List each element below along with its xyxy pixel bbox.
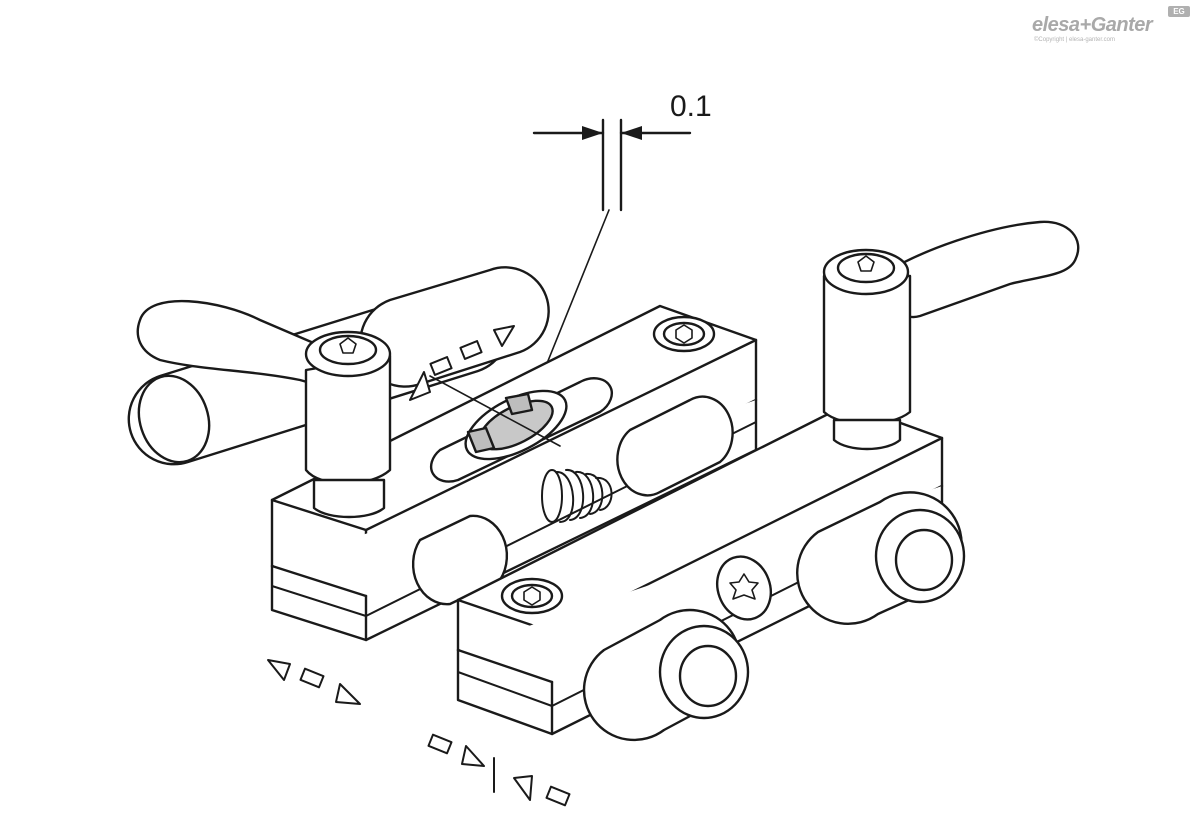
dimension-value-label: 0.1 bbox=[670, 90, 712, 123]
left-clamping-lever bbox=[136, 299, 392, 519]
socket-head-screw-front bbox=[500, 577, 564, 615]
logo-badge: EG bbox=[1168, 6, 1190, 17]
front-pin-right bbox=[795, 491, 966, 625]
right-clamping-lever bbox=[822, 220, 1080, 451]
dimension-arrowheads bbox=[582, 126, 642, 140]
compression-spring bbox=[541, 468, 613, 523]
adjustment-slot bbox=[429, 375, 613, 483]
front-pin-left bbox=[582, 608, 750, 742]
logo-text: elesa+Ganter bbox=[1032, 14, 1153, 36]
direction-symbols-lower-left bbox=[267, 659, 361, 705]
torx-screw bbox=[716, 555, 772, 621]
direction-symbols-bottom bbox=[427, 733, 571, 807]
brand-logo: elesa+Ganter EG ©Copyright | elesa-gante… bbox=[1008, 6, 1196, 44]
middle-guide-rod-right bbox=[616, 395, 734, 497]
direction-symbols-top bbox=[409, 325, 515, 401]
socket-head-screw-rear bbox=[652, 315, 716, 353]
logo-copyright: ©Copyright | elesa-ganter.com bbox=[1034, 37, 1116, 43]
